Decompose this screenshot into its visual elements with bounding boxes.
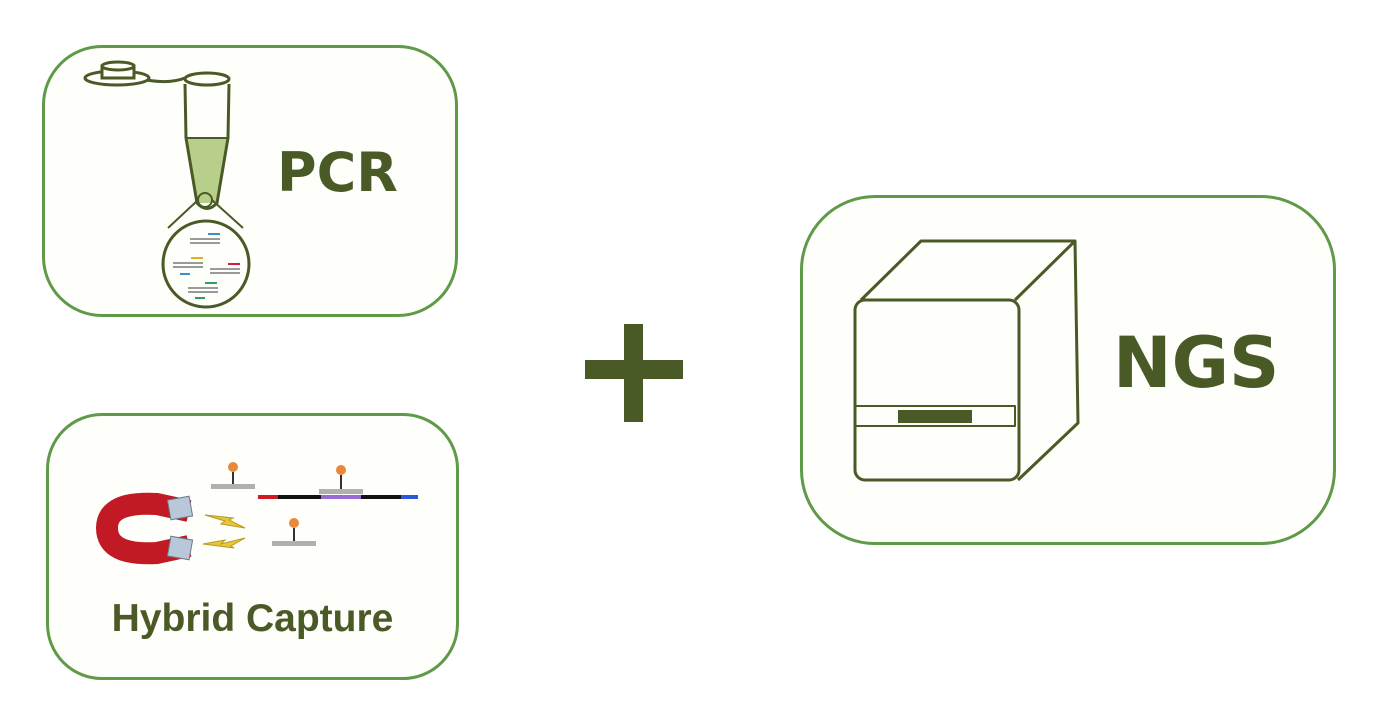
hybrid-capture-card: Hybrid Capture [46,413,459,680]
ngs-label: NGS [1113,322,1280,404]
pcr-tube-icon [83,60,251,309]
ngs-card: NGS [800,195,1336,545]
pcr-label: PCR [277,141,398,204]
pcr-card: PCR [42,45,458,317]
plus-icon [585,324,683,422]
hybrid-capture-label: Hybrid Capture [111,597,394,640]
magnet-probe-icon [95,462,418,565]
sequencer-icon [853,239,1080,482]
